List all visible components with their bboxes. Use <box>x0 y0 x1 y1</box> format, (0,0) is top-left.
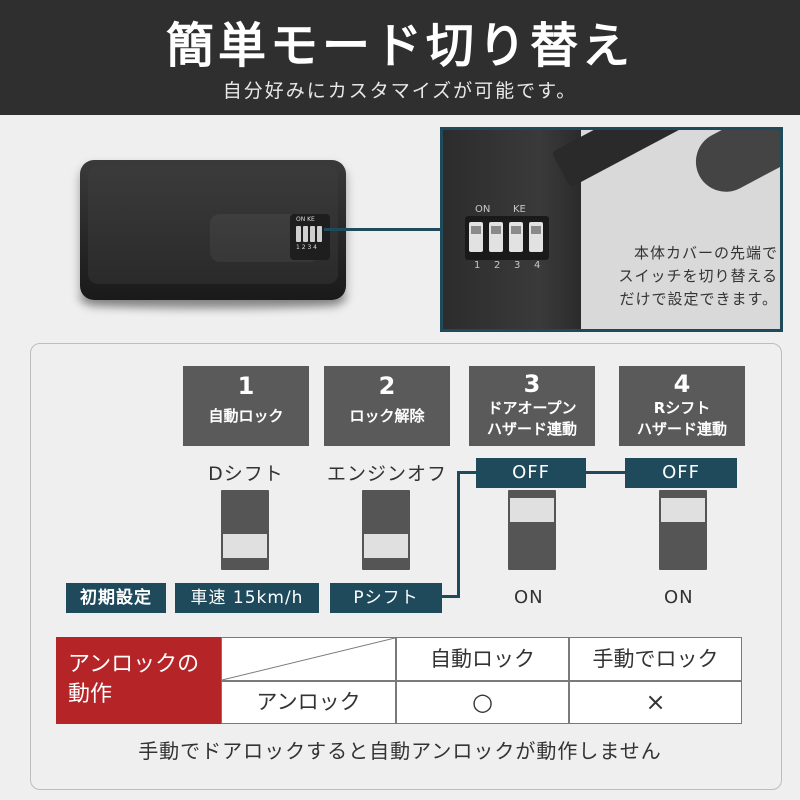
zoom-num-1: 1 <box>474 260 481 271</box>
setting-link-top-line <box>459 471 477 474</box>
device-dip-window: ON KE 1 2 3 4 <box>290 214 330 260</box>
zoom-num-2: 2 <box>494 260 501 271</box>
switch-4-label-line-1: Rシフト <box>653 399 711 417</box>
table-value-manual: × <box>569 681 742 724</box>
zoom-photo: ON KE 1 2 3 4 本体カバーの先端で スイッチを切り替える だけで設定… <box>440 127 783 332</box>
zoom-switch-2 <box>489 222 503 252</box>
zoom-num-3: 3 <box>514 260 521 271</box>
initial-setting-tag: 初期設定 <box>66 583 166 613</box>
switch-3-header: 3 ドアオープン ハザード連動 <box>469 366 595 446</box>
device-mini-switch-3 <box>310 226 315 242</box>
device-mini-label: ON KE <box>296 216 315 223</box>
unlock-behavior-header-line-2: 動作 <box>68 682 113 707</box>
switch-4-label-line-2: ハザード連動 <box>636 420 727 438</box>
device-mini-switch-2 <box>303 226 308 242</box>
zoom-num-4: 4 <box>534 260 541 271</box>
switch-3-graphic <box>508 490 556 570</box>
switch-2-bottom-tag: Pシフト <box>330 583 442 613</box>
table-diagonal-cell <box>221 637 396 681</box>
switch-1-number: 1 <box>237 372 255 400</box>
switch-3-number: 3 <box>523 370 541 398</box>
switch-1-graphic <box>221 490 269 570</box>
device-mini-switch-1 <box>296 226 301 242</box>
switch-2-header: 2 ロック解除 <box>324 366 450 446</box>
switch-2-knob <box>364 534 408 558</box>
zoom-ke-label: KE <box>513 204 526 215</box>
switch-1-label: 自動ロック <box>208 407 284 425</box>
device-mini-switch-4 <box>317 226 322 242</box>
zoom-on-label: ON <box>475 204 491 215</box>
switch-3-knob <box>510 498 554 522</box>
zoom-caption-line-3: だけで設定できます。 <box>619 290 778 308</box>
table-col-auto-lock: 自動ロック <box>396 637 569 681</box>
switch-1-bottom-tag: 車速 15km/h <box>175 583 319 613</box>
switch-2-top-label: エンジンオフ <box>326 463 447 485</box>
footnote: 手動でドアロックすると自動アンロックが動作しません <box>138 739 662 763</box>
zoom-dip-switch <box>465 216 549 260</box>
zoom-caption: 本体カバーの先端で スイッチを切り替える だけで設定できます。 <box>588 242 778 311</box>
switch-1-knob <box>223 534 267 558</box>
switch-3-label-line-1: ドアオープン <box>487 399 577 417</box>
zoom-caption-line-2: スイッチを切り替える <box>618 267 778 285</box>
zoom-caption-line-1: 本体カバーの先端で <box>633 244 778 262</box>
setting-link-vertical-line <box>457 471 460 598</box>
off-connector-line <box>586 471 626 474</box>
switch-3-label-line-2: ハザード連動 <box>486 420 577 438</box>
unlock-behavior-header: アンロックの 動作 <box>56 637 221 724</box>
switch-3-on-label: ON <box>514 587 544 608</box>
page-subtitle: 自分好みにカスタマイズが可能です。 <box>222 80 578 102</box>
page-title: 簡単モード切り替え <box>165 18 634 74</box>
zoom-switch-4 <box>529 222 543 252</box>
zoom-switch-1 <box>469 222 483 252</box>
device-mini-nums: 1 2 3 4 <box>296 244 317 251</box>
table-row-unlock: アンロック <box>221 681 396 724</box>
switch-4-graphic <box>659 490 707 570</box>
unlock-behavior-header-line-1: アンロックの <box>68 652 200 677</box>
switch-4-off-tag: OFF <box>625 458 737 488</box>
switch-2-graphic <box>362 490 410 570</box>
device-photo: ON KE 1 2 3 4 <box>80 160 346 300</box>
zoom-switch-3 <box>509 222 523 252</box>
switch-1-header: 1 自動ロック <box>183 366 309 446</box>
switch-4-number: 4 <box>673 370 691 398</box>
switch-3-off-tag: OFF <box>476 458 586 488</box>
setting-link-bottom-line <box>440 595 460 598</box>
table-diagonal-line <box>221 637 396 681</box>
switch-4-on-label: ON <box>664 587 694 608</box>
switch-4-header: 4 Rシフト ハザード連動 <box>619 366 745 446</box>
switch-2-number: 2 <box>378 372 396 400</box>
table-value-auto: ○ <box>396 681 569 724</box>
tool-handle <box>685 130 780 203</box>
zoom-connector-line <box>324 228 444 231</box>
table-col-manual-lock: 手動でロック <box>569 637 742 681</box>
header-banner: 簡単モード切り替え 自分好みにカスタマイズが可能です。 <box>0 0 800 115</box>
switch-4-knob <box>661 498 705 522</box>
switch-1-top-label: Dシフト <box>208 463 284 485</box>
switch-2-label: ロック解除 <box>349 407 425 425</box>
